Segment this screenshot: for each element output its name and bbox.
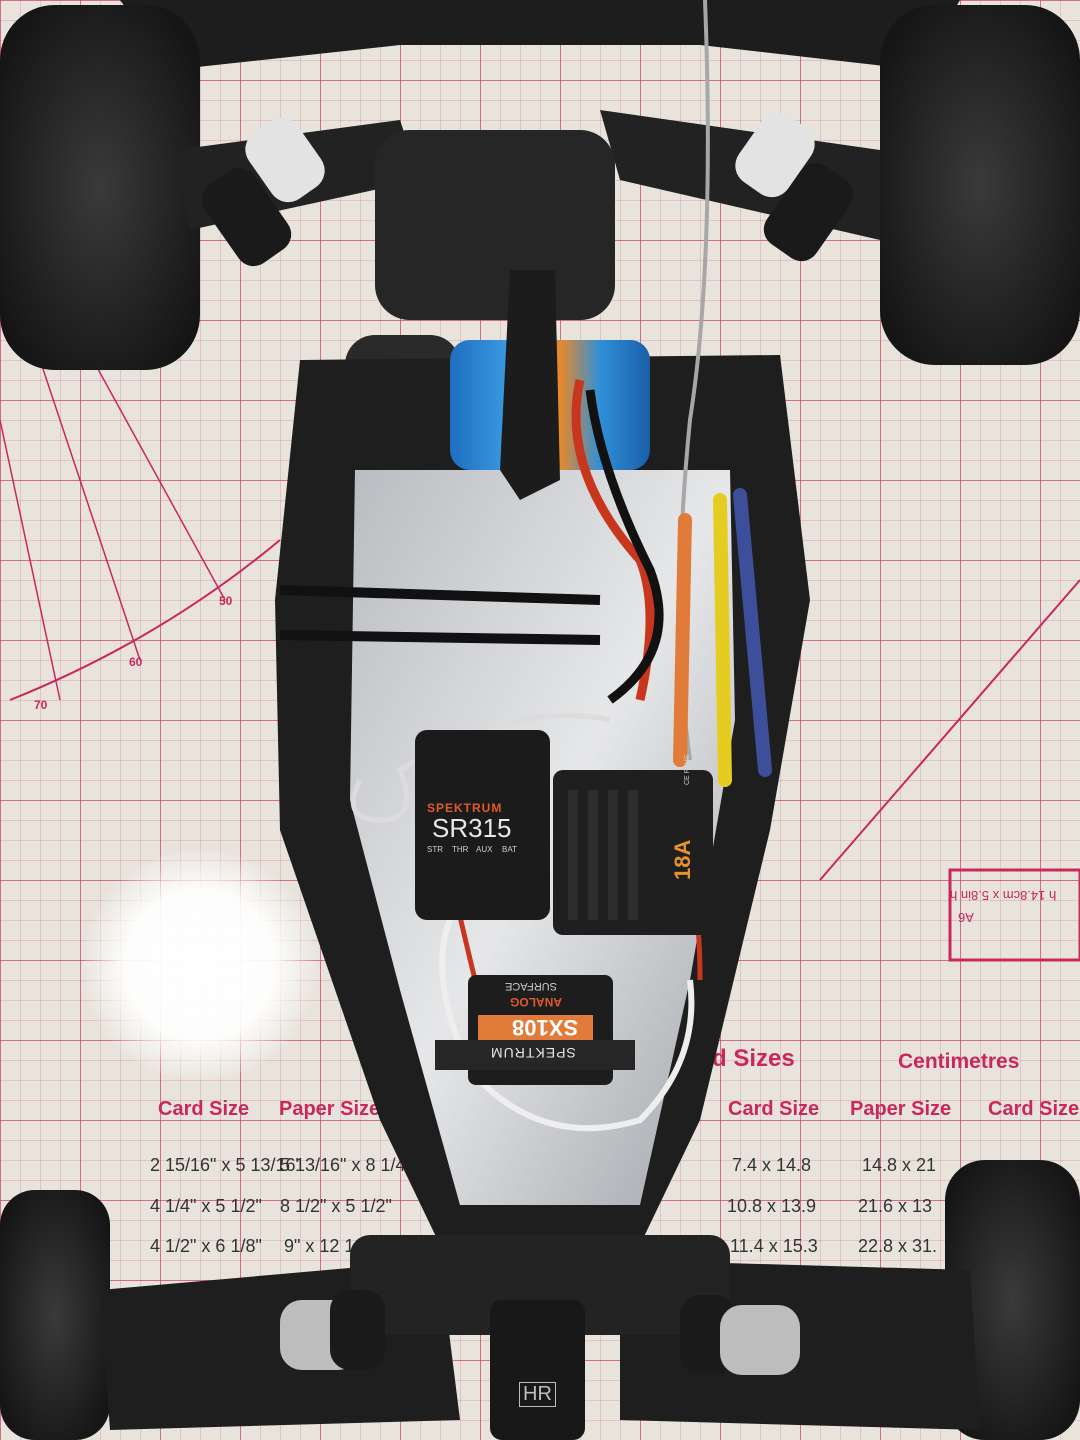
- front-right-shock: [735, 112, 854, 262]
- receiver-port-str: STR: [427, 845, 443, 854]
- motor-lead-blue: [733, 488, 772, 777]
- inch-row-3-card: 4 1/2" x 6 1/8": [150, 1236, 262, 1256]
- cm-row-1-paper: 14.8 x 21: [862, 1155, 937, 1175]
- protractor-arc: [9, 539, 281, 701]
- mat-header-paper-size-1: Paper Size: [279, 1098, 381, 1120]
- rear-left-tire: [0, 1190, 110, 1440]
- battery-strap-lower: [279, 630, 601, 645]
- servo-mount: [435, 1040, 635, 1070]
- mat-header-paper-size-2: Paper Size: [850, 1098, 952, 1120]
- cm-row-1-card: 7.4 x 14.8: [732, 1155, 812, 1175]
- mat-section-title-mid: d Sizes: [712, 1045, 795, 1072]
- rear-gearbox: [350, 1235, 730, 1335]
- receiver-port-bat: BAT: [502, 845, 517, 854]
- receiver-lead-loop: [350, 713, 611, 823]
- rear-right-tire: [945, 1160, 1080, 1440]
- inch-row-3-paper: 9" x 12 1: [284, 1236, 355, 1256]
- inch-row-2-paper: 8 1/2" x 5 1/2": [280, 1196, 392, 1216]
- motor-lead-yellow: [713, 493, 732, 787]
- chassis-logo: HR: [519, 1382, 556, 1407]
- front-gearbox: [375, 130, 615, 320]
- receiver-port-thr: THR: [452, 845, 469, 854]
- mat-section-title-right: Centimetres: [898, 1050, 1020, 1073]
- front-body-shell: [120, 0, 960, 70]
- motor-mount: [500, 270, 560, 500]
- mat-header-card-size-3: Card Size: [988, 1098, 1080, 1120]
- servo-use: SURFACE: [505, 980, 557, 992]
- cm-row-2-card: 10.8 x 13.9: [727, 1196, 817, 1216]
- servo-model: SX108: [512, 1015, 579, 1040]
- receiver-brand: SPEKTRUM: [427, 801, 503, 815]
- rear-left-shock: [280, 1290, 385, 1370]
- front-right-tire: [880, 5, 1080, 365]
- receiver-spektrum-sr315: [415, 730, 550, 920]
- esc-power-wire-red: [571, 379, 655, 701]
- esc-heatsink-fins: [568, 790, 638, 920]
- protractor-degree-70: 70: [34, 698, 48, 712]
- front-left-shock: [201, 117, 325, 267]
- esc-power-wire-black: [585, 389, 664, 704]
- flash-glare: [80, 850, 320, 1080]
- cm-row-3-paper: 22.8 x 31.: [858, 1236, 938, 1256]
- inch-row-1-card: 2 15/16" x 5 13/16": [150, 1155, 302, 1175]
- protractor-degree-50: 50: [219, 594, 233, 608]
- rear-right-shock: [680, 1295, 800, 1375]
- servo-brand: SPEKTRUM: [490, 1045, 576, 1061]
- mat-header-card-size-2: Card Size: [728, 1098, 820, 1120]
- servo-lead-white: [439, 898, 695, 1132]
- servo-label-plate: [478, 1015, 593, 1041]
- esc-marks: CE RoHS: [684, 754, 691, 785]
- rear-brace: [490, 1300, 585, 1440]
- a6-corner-mark: [948, 868, 1080, 962]
- cm-row-2-paper: 21.6 x 13: [858, 1196, 933, 1216]
- servo-type: ANALOG: [510, 995, 562, 1009]
- receiver-model: SR315: [432, 813, 512, 843]
- inch-row-2-card: 4 1/4" x 5 1/2": [150, 1196, 262, 1216]
- cm-row-3-card: 11.4 x 15.3: [730, 1236, 818, 1256]
- inch-row-1-paper: 5 13/16" x 8 1/4": [280, 1155, 412, 1175]
- receiver-port-aux: AUX: [476, 845, 493, 854]
- mat-header-card-size-1: Card Size: [158, 1098, 250, 1120]
- battery-strap-upper: [279, 585, 601, 605]
- esc-rating: 18A: [670, 839, 695, 880]
- motor-lead-orange: [673, 513, 692, 767]
- front-left-tire: [0, 5, 200, 370]
